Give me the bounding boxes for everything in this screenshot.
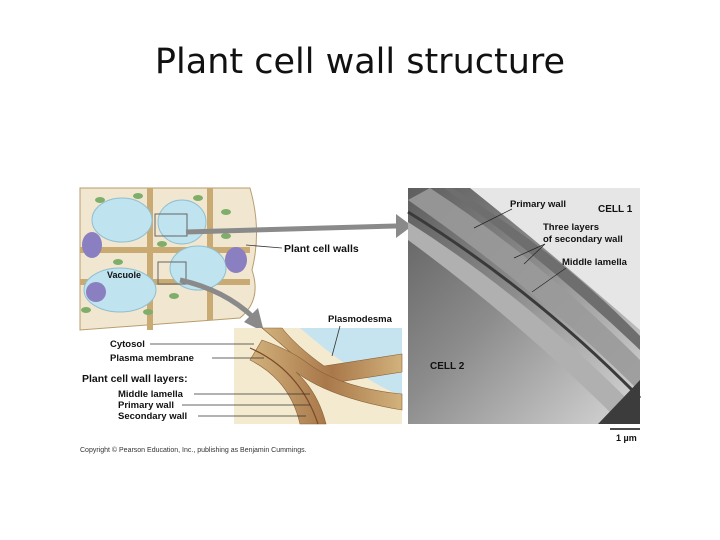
wall-band	[408, 222, 640, 424]
tissue-drawing: Vacuole	[79, 187, 257, 331]
arrow-to-micrograph	[185, 223, 397, 235]
cell-walls-grid	[80, 188, 250, 330]
plant-cell-walls-label: Plant cell walls	[284, 243, 359, 255]
middle-lamella-label: Middle lamella	[118, 389, 184, 400]
leader-line	[473, 208, 513, 229]
wall-band-lower	[249, 339, 403, 425]
vacuole-label: Vacuole	[107, 270, 141, 280]
vacuole-shape	[91, 197, 153, 243]
wall-band-upper	[261, 327, 403, 385]
leader-line	[531, 267, 567, 293]
vacuole-shape	[157, 199, 207, 245]
plasmodesma-label: Plasmodesma	[328, 314, 393, 325]
plasma-membrane-label: Plasma membrane	[110, 353, 194, 364]
arrow-to-detail	[179, 277, 256, 320]
primary-wall-micro-label: Primary wall	[510, 199, 566, 210]
scale-label: 1 µm	[616, 433, 637, 443]
vacuole-shape	[83, 267, 157, 313]
slide-title: Plant cell wall structure	[154, 42, 566, 82]
nucleus-shape	[82, 232, 102, 258]
arrow-head-right	[396, 214, 412, 238]
dark-corner	[598, 380, 640, 424]
zoom-box-lower	[157, 261, 187, 285]
nucleus-shape	[86, 282, 106, 302]
layers-heading: Plant cell wall layers:	[82, 373, 188, 385]
micrograph	[407, 188, 642, 424]
secondary-wall-label: Secondary wall	[118, 411, 187, 422]
chloroplasts	[81, 193, 231, 315]
leader-line	[513, 243, 546, 259]
wall-band	[408, 188, 640, 392]
middle-lamella-line	[249, 347, 319, 425]
middle-lamella-band	[407, 210, 642, 400]
plasmodesma-detail	[234, 327, 403, 425]
cytosol-label: Cytosol	[110, 339, 145, 350]
middle-lamella-micro-label: Middle lamella	[562, 257, 628, 268]
leader-line	[331, 325, 341, 357]
zoom-box-upper	[154, 213, 188, 237]
cell1-region	[470, 188, 640, 330]
arrow-head-down	[244, 308, 264, 332]
three-layers-label-1: Three layers	[543, 222, 599, 233]
leader-line	[245, 244, 283, 249]
primary-wall-label: Primary wall	[118, 400, 174, 411]
copyright-text: Copyright © Pearson Education, Inc., pub…	[80, 446, 307, 454]
cell2-label: CELL 2	[430, 361, 465, 372]
three-layers-label-2: of secondary wall	[543, 234, 623, 245]
cell1-label: CELL 1	[598, 204, 633, 215]
leader-line	[523, 243, 546, 265]
nucleus-shape	[225, 247, 247, 273]
